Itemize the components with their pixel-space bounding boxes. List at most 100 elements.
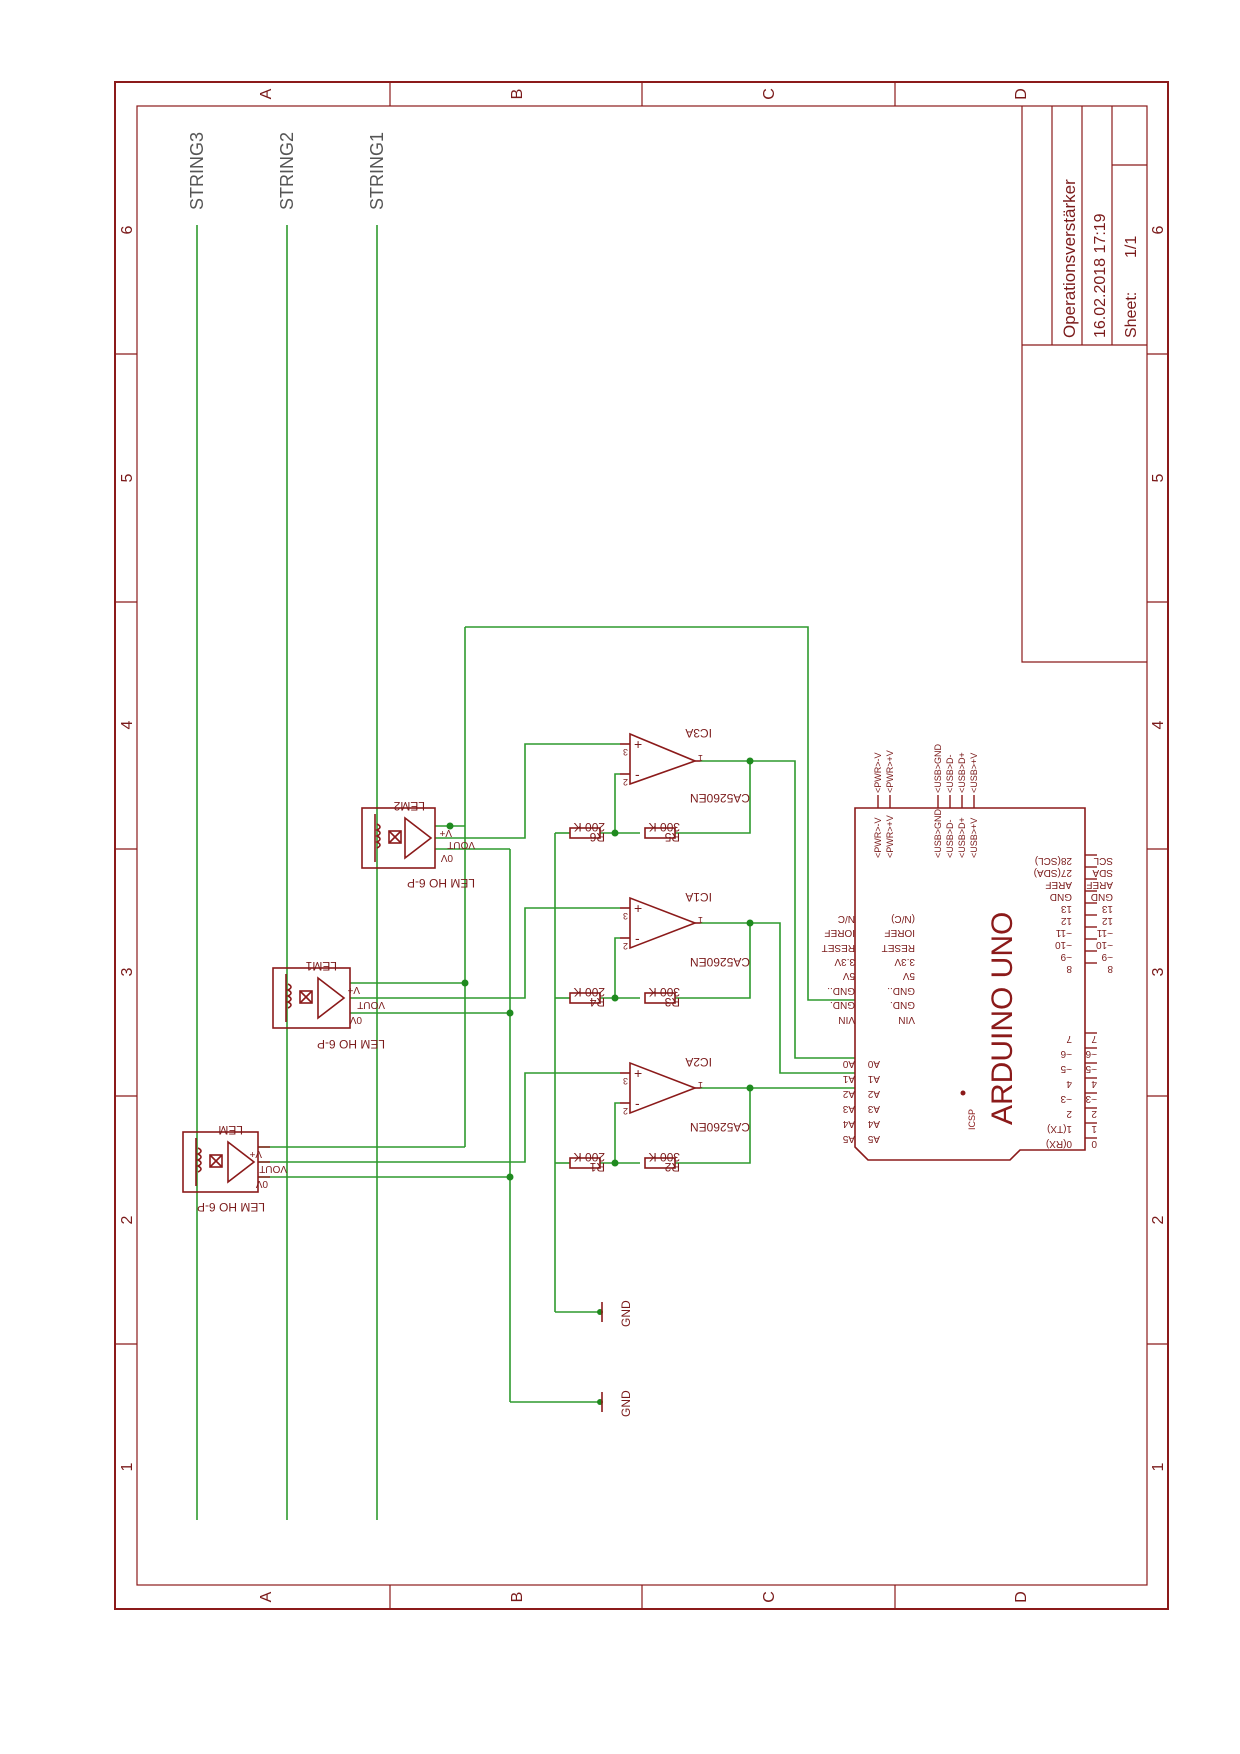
row-label-d-top: D [1013, 88, 1030, 100]
lem1-pin-vout: VOUT [357, 999, 385, 1010]
arduino-pin-2-outer: RESET [822, 942, 855, 953]
arduino-dig-low-5-outer: 2 [1091, 1108, 1097, 1119]
arduino-dig-low-0-outer: 7 [1091, 1033, 1097, 1044]
arduino-pin-6-outer: GND. [830, 999, 855, 1010]
ic3a-minus: - [635, 766, 640, 782]
arduino-dig-up-8-inner: ~9 [1060, 951, 1072, 962]
lem1-name: LEM1 [305, 959, 337, 973]
lem-sensor-lem2: V+ VOUT 0V LEM2 LEM HO 6-P [361, 799, 475, 890]
arduino-pin-5-outer: GND.. [827, 985, 855, 996]
arduino-top-0-outer: <PWR>-V [873, 752, 883, 793]
net-label-string2: STRING2 [277, 132, 297, 210]
r1-name: R1 [589, 1160, 605, 1174]
sheet-date: 16.02.2018 17:19 [1092, 213, 1109, 338]
arduino-top-0-inner: <PWR>-V [873, 817, 883, 858]
col-label-3-left: 3 [119, 967, 136, 976]
lem1-pin-0v: 0V [349, 1014, 362, 1025]
arduino-pin-6-inner: GND. [890, 999, 915, 1010]
ic3a-pin3: 3 [623, 747, 628, 757]
opamp-ic2a: + - 3 2 1 IC2A CA5260EN [620, 1055, 750, 1134]
row-label-c-bottom: C [761, 1591, 778, 1603]
arduino-dig-up-8-outer: ~9 [1101, 951, 1113, 962]
arduino-pin-7-outer: VIN [838, 1014, 855, 1025]
arduino-dig-up-7-inner: ~10 [1055, 939, 1072, 950]
r6-value: 200 K [574, 820, 605, 834]
arduino-dig-up-3-inner: GND [1050, 891, 1072, 902]
arduino-analog-4-outer: A4 [842, 1118, 855, 1129]
opamp-ic3a: + - 3 2 1 IC3A CA5260EN [620, 726, 750, 805]
ic2a-pin3: 3 [623, 1076, 628, 1086]
ic1a-name: IC1A [685, 890, 712, 904]
ic2a-pin2: 2 [623, 1106, 628, 1116]
arduino-dig-low-1-inner: ~6 [1060, 1048, 1072, 1059]
arduino-analog-3-outer: A3 [842, 1103, 855, 1114]
resistor-r3: 300 K R3 [644, 985, 680, 1009]
ic1a-minus: - [635, 930, 640, 946]
arduino-top-1-outer: <PWR>+V [885, 750, 895, 793]
row-label-b-top: B [509, 89, 526, 100]
arduino-analog-1-outer: A1 [842, 1073, 855, 1084]
ic3a-pin2: 2 [623, 777, 628, 787]
opamp-ic1a: + - 3 2 1 IC1A CA5260EN [620, 890, 750, 969]
arduino-dig-low-3-inner: 4 [1066, 1078, 1072, 1089]
col-label-2-right: 2 [1150, 1215, 1167, 1224]
lem2-pin-vp: V+ [439, 827, 452, 838]
arduino-dig-low-7-outer: 0 [1091, 1138, 1097, 1149]
arduino-top-2-inner: <USB>GND [933, 808, 943, 858]
arduino-dig-low-4-inner: ~3 [1060, 1093, 1072, 1104]
arduino-top-5-outer: <USB>+V [969, 753, 979, 793]
arduino-dig-low-0-inner: 7 [1066, 1033, 1072, 1044]
arduino-dig-low-2-inner: ~5 [1060, 1063, 1072, 1074]
arduino-top-5-inner: <USB>+V [969, 818, 979, 858]
arduino-dig-up-5-inner: 12 [1060, 915, 1072, 926]
arduino-pin-4-inner: 5V [902, 970, 915, 981]
r3-name: R3 [664, 995, 680, 1009]
lem-sensor-lem1: V+ VOUT 0V LEM1 LEM HO 6-P [272, 959, 385, 1051]
arduino-dig-low-6-inner: 1(TX) [1047, 1123, 1072, 1134]
r4-value: 200 K [574, 985, 605, 999]
resistor-r2: 300 K R2 [644, 1150, 680, 1174]
arduino-digital-pins-upper: SCL28(SCL)SDA27(SDA)AREFAREFGNDGND131312… [1034, 854, 1113, 974]
col-label-5-left: 5 [119, 473, 136, 482]
lem1-pin-vp: V+ [347, 984, 360, 995]
ic1a-pin3: 3 [623, 911, 628, 921]
net-label-string1: STRING1 [367, 132, 387, 210]
lem-pin-vp: V+ [249, 1148, 262, 1159]
arduino-title: ARDUINO UNO [986, 912, 1019, 1125]
r2-value: 300 K [649, 1150, 680, 1164]
r5-value: 300 K [649, 820, 680, 834]
ic2a-plus: + [634, 1065, 642, 1081]
arduino-dig-low-6-outer: 1 [1091, 1123, 1097, 1134]
arduino-dig-low-3-outer: 4 [1091, 1078, 1097, 1089]
arduino-dig-up-0-inner: 28(SCL) [1035, 855, 1072, 866]
resistor-r1: 200 K R1 [569, 1150, 605, 1174]
arduino-dig-low-5-inner: 2 [1066, 1108, 1072, 1119]
title-block: Operationsverstärker 16.02.2018 17:19 Sh… [1021, 106, 1147, 663]
arduino-dig-up-0-outer: SCL [1093, 855, 1113, 866]
arduino-dig-up-7-outer: ~10 [1096, 939, 1113, 950]
lem2-name: LEM2 [393, 799, 425, 813]
arduino-top-1-inner: <PWR>+V [885, 815, 895, 858]
r1-value: 200 K [574, 1150, 605, 1164]
arduino-analog-4-inner: A4 [867, 1118, 880, 1129]
arduino-dig-up-5-outer: 12 [1101, 915, 1113, 926]
arduino-dig-low-2-outer: ~5 [1085, 1063, 1097, 1074]
row-label-a-top: A [258, 88, 275, 99]
arduino-dig-up-6-outer: ~11 [1096, 927, 1113, 938]
arduino-icsp: ICSP [967, 1109, 977, 1130]
ic3a-name: IC3A [685, 726, 712, 740]
resistor-r5: 300 K R5 [644, 820, 680, 844]
col-label-4-right: 4 [1150, 720, 1167, 729]
arduino-dig-low-1-outer: ~6 [1085, 1048, 1097, 1059]
col-label-6-left: 6 [119, 225, 136, 234]
sheet-title: Operationsverstärker [1060, 179, 1079, 338]
gnd-label-2: GND [619, 1390, 633, 1417]
net-label-string3: STRING3 [187, 132, 207, 210]
ic2a-value: CA5260EN [690, 1120, 750, 1134]
gnd-symbol-2: GND [601, 1390, 633, 1417]
ic3a-plus: + [634, 736, 642, 752]
lem-name: LEM [218, 1123, 243, 1137]
gnd-label-1: GND [619, 1300, 633, 1327]
